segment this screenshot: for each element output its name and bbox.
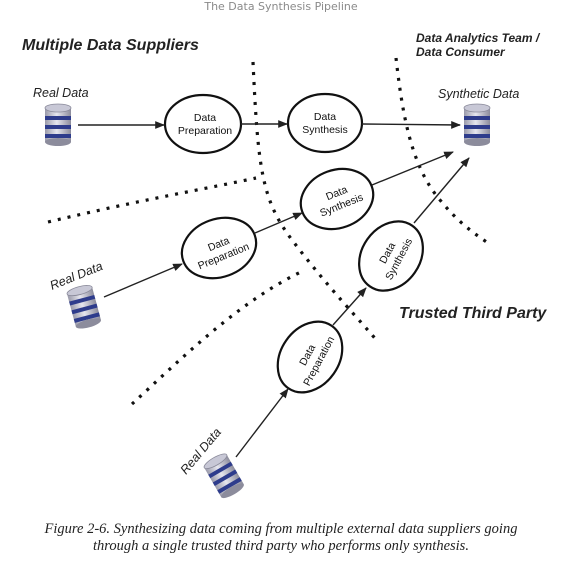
arrow-icon-synth2-synthetic xyxy=(371,151,454,186)
arrow-icon-prep2-synth2 xyxy=(254,212,303,234)
real-data-database-icon-2 xyxy=(65,282,103,332)
arrow-icon-prep3-synth3 xyxy=(332,287,367,326)
arrow-icon-synth3-synthetic xyxy=(413,157,470,224)
real-data-label-1: Real Data xyxy=(33,86,89,100)
arrow-icon-real2-prep2 xyxy=(103,263,183,298)
prep-node-1-label-1: Data xyxy=(194,112,216,124)
boundary-lines xyxy=(47,57,489,406)
synth-node-1-label-1: Data xyxy=(314,111,336,123)
figure-caption: Figure 2-6. Synthesizing data coming fro… xyxy=(6,521,556,555)
real-data-database-icon-1 xyxy=(44,103,72,147)
boundary-consumer xyxy=(394,57,489,245)
arrow-icon-synth1-synthetic xyxy=(361,120,461,129)
prep-node-3 xyxy=(276,320,344,394)
prep-node-1-label-2: Preparation xyxy=(178,125,232,137)
region-third-party-label: Trusted Third Party xyxy=(399,305,547,322)
boundary-supplier-horizontal xyxy=(47,176,257,224)
process-nodes xyxy=(163,92,424,394)
flow-arrows xyxy=(78,120,470,458)
region-consumer-label-1: Data Analytics Team / xyxy=(416,31,541,45)
synthetic-data-label: Synthetic Data xyxy=(438,87,519,101)
synth-node-1 xyxy=(286,92,364,154)
synth-node-3 xyxy=(358,220,424,292)
region-suppliers-label: Multiple Data Suppliers xyxy=(22,37,199,54)
region-consumer-label-2: Data Consumer xyxy=(416,45,506,59)
page-title: The Data Synthesis Pipeline xyxy=(204,0,358,13)
arrow-icon-real3-prep3 xyxy=(235,388,289,458)
synth-node-1-label-2: Synthesis xyxy=(302,124,348,136)
figure-caption-line-2: through a single trusted third party who… xyxy=(93,538,469,554)
pipeline-diagram: Multiple Data Suppliers Data Analytics T… xyxy=(22,31,547,502)
synthetic-data-database-icon xyxy=(463,103,491,147)
real-data-database-icon-3 xyxy=(201,450,247,502)
prep-node-2 xyxy=(180,216,258,280)
synth-node-2 xyxy=(299,167,375,231)
figure-caption-line-1: Figure 2-6. Synthesizing data coming fro… xyxy=(44,521,518,537)
boundary-lower-supplier xyxy=(130,268,306,406)
prep-node-1 xyxy=(163,93,243,155)
